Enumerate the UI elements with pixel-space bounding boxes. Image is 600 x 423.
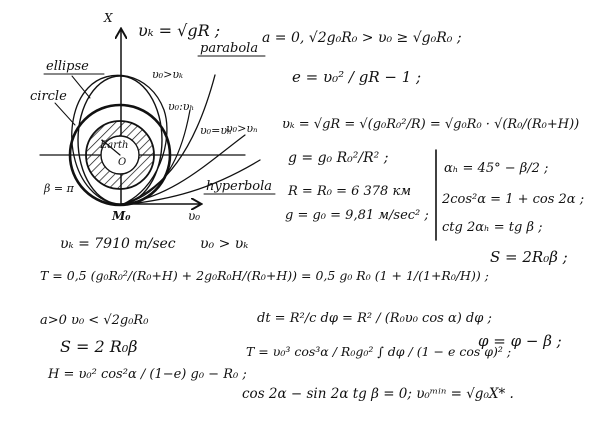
- parabola-curve: [120, 74, 216, 206]
- speed-label-v0-gt-vn: υ₀>υₙ: [226, 122, 257, 135]
- formula-cos-eq: cos 2α − sin 2α tg β = 0; υ₀ᵐⁱⁿ = √g₀X* …: [242, 386, 514, 402]
- formula-vk-top: υₖ = √gR ;: [138, 21, 220, 40]
- formula-R-def: R = R₀ = 6 378 км: [287, 184, 411, 199]
- axis-x-label: X: [103, 11, 113, 25]
- ellipse-pointer: [71, 75, 91, 99]
- formula-a-condition: a = 0, √2g₀R₀ > υ₀ ≥ √g₀R₀ ;: [262, 30, 462, 46]
- earth-label: Earth: [99, 140, 129, 151]
- circle-label: circle: [30, 89, 67, 104]
- formula-cos-identity: 2cos²α = 1 + cos 2α ;: [441, 192, 584, 207]
- formula-vk-value: υₖ = 7910 m/sec: [60, 236, 176, 252]
- formula-block: υₖ = √gR ; a = 0, √2g₀R₀ > υ₀ ≥ √g₀R₀ ; …: [40, 21, 584, 402]
- formula-g0-def: g = g₀ = 9,81 м/sec² ;: [285, 208, 429, 223]
- formula-vk-expanded: υₖ = √gR = √(g₀R₀²/R) = √g₀R₀ · √(R₀/(R₀…: [282, 117, 579, 132]
- formula-a-gt0: a>0 υ₀ < √2g₀R₀: [40, 313, 149, 328]
- origin-label: M₀: [111, 209, 131, 223]
- hyperbola-curve: [120, 159, 261, 206]
- speed-label-v0-eq-vh: υ₀=υₕ: [200, 124, 232, 137]
- orbit-diagram: Earth O X υ₀ M₀ β = π ellipse circle par…: [30, 11, 276, 223]
- speed-label-v0-vh: υ₀:υₕ: [168, 100, 194, 113]
- formula-T-def: T = 0,5 (g₀R₀²/(R₀+H) + 2g₀R₀H/(R₀+H)) =…: [40, 268, 489, 283]
- axis-v0-label: υ₀: [188, 209, 200, 223]
- radius-line: [101, 139, 121, 156]
- formula-H-def: H = υ₀² cos²α / (1−e) g₀ − R₀ ;: [47, 367, 247, 382]
- formula-phi-def: φ = φ − β ;: [478, 332, 562, 350]
- trajectory-v0-vh: [120, 109, 191, 206]
- outer-orbit: [71, 74, 168, 206]
- formula-ctg-identity: ctg 2αₕ = tg β ;: [442, 220, 543, 235]
- center-label: O: [118, 157, 126, 168]
- formula-dt-def: dt = R²/c dφ = R² / (R₀υ₀ cos α) dφ ;: [257, 311, 492, 326]
- speed-label-v0-gt-vk: υ₀>υₖ: [152, 68, 183, 81]
- trajectory-v0-gt-vn: [120, 134, 246, 206]
- formula-e-def: e = υ₀² / gR − 1 ;: [292, 68, 421, 86]
- formula-S-def: S = 2R₀β ;: [490, 248, 568, 266]
- formula-v0-gt-vk: υ₀ > υₖ: [200, 236, 248, 252]
- beta-label: β = π: [43, 182, 75, 195]
- formula-g-def: g = g₀ R₀²/R² ;: [288, 150, 388, 166]
- formula-T-integral: T = υ₀³ cos³α / R₀g₀² ∫ dφ / (1 − e cos …: [246, 344, 511, 359]
- hyperbola-label: hyperbola: [206, 179, 272, 194]
- circle-pointer: [54, 102, 76, 126]
- formula-S-bottom: S = 2 R₀β: [60, 337, 138, 356]
- formula-alpha-def: αₕ = 45° − β/2 ;: [444, 161, 548, 176]
- parabola-label: parabola: [200, 41, 258, 56]
- ellipse-label: ellipse: [46, 59, 89, 74]
